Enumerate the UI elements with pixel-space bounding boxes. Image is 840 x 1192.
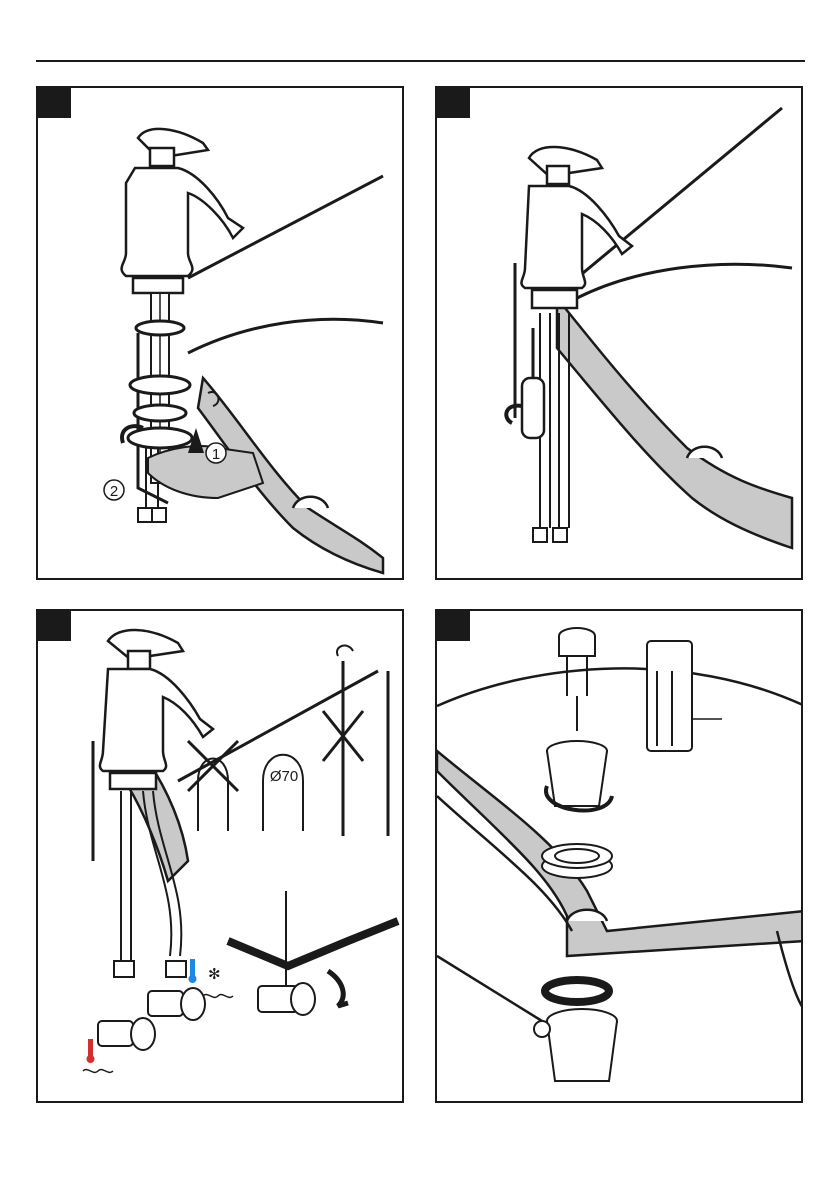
snowflake-icon: ✻: [208, 966, 221, 983]
faucet: [100, 630, 213, 789]
step-panel-4: [435, 609, 803, 1103]
thermometer-hot-icon: [87, 1039, 95, 1063]
thermometer-cold-icon: [189, 959, 197, 983]
step-1-illustration: 1 2: [38, 88, 404, 580]
faucet: [122, 129, 243, 293]
step-panel-2: [435, 86, 803, 580]
water-wave-icon: [203, 995, 233, 998]
callout-1: 1: [212, 446, 220, 463]
water-wave-icon: [83, 1070, 113, 1073]
header-rule: [36, 60, 805, 62]
angle-valve-hot: [98, 1018, 155, 1050]
drain-plug: [559, 628, 595, 731]
step-panel-1: 1 2: [36, 86, 404, 580]
dimension-label: Ø70: [270, 768, 298, 785]
step-4-illustration: [437, 611, 803, 1103]
drain-body: [437, 956, 617, 1081]
step-2-illustration: [437, 88, 803, 580]
seal-ring: [542, 844, 612, 878]
o-ring: [545, 980, 609, 1002]
step-3-illustration: ✻ Ø70: [38, 611, 404, 1103]
cross-out-icon: [188, 741, 238, 831]
tool-sleeve: [647, 641, 722, 751]
drain-basket: [546, 741, 612, 810]
angle-valve-cold: [148, 988, 205, 1020]
wrench-icon: [228, 891, 398, 1015]
rotate-arrow-icon: [337, 646, 353, 656]
callout-2: 2: [110, 483, 118, 500]
step-panel-3: ✻ Ø70: [36, 609, 404, 1103]
hose-loop: [263, 755, 303, 831]
